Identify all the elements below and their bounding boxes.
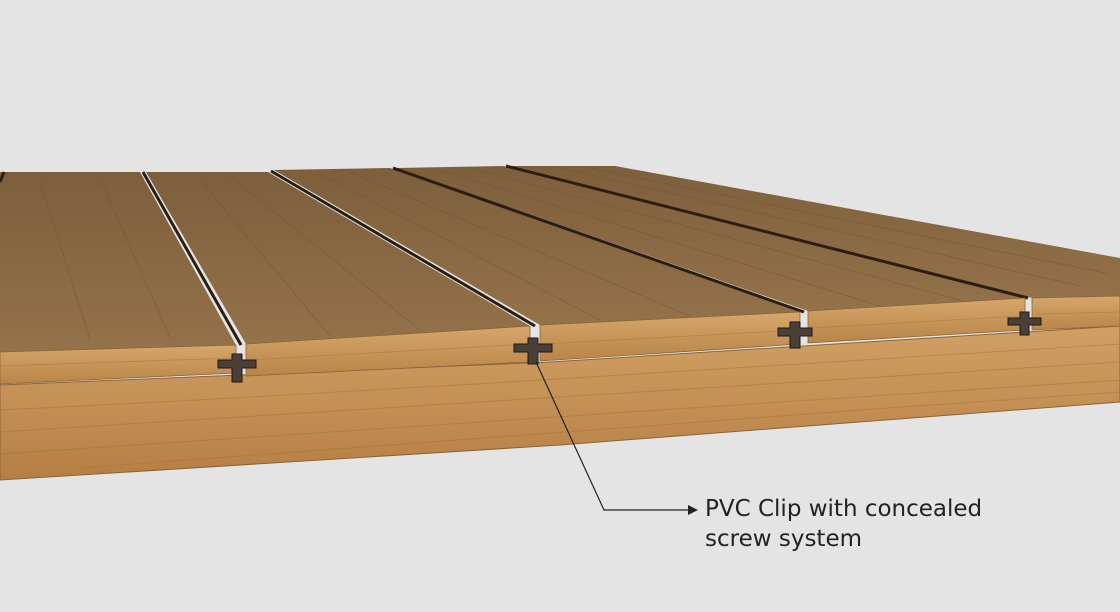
deck-board-4 <box>396 166 1025 311</box>
deck-board-5 <box>510 166 1120 298</box>
leader-arrowhead <box>688 505 698 515</box>
clip-annotation: PVC Clip with concealed screw system <box>705 494 1045 554</box>
annotation-line-1: PVC Clip with concealed <box>705 496 983 522</box>
board-edge-grain <box>0 311 1119 367</box>
board-grooves <box>0 164 1029 346</box>
pvc-clip-icon <box>1007 311 1042 336</box>
deck-board-3 <box>274 168 800 325</box>
pvc-clip-icon <box>217 353 257 383</box>
deck-board-2 <box>146 172 530 344</box>
pvc-clip-icon <box>777 321 813 349</box>
pvc-clip-icon <box>513 337 553 365</box>
deck-board-1 <box>0 172 236 352</box>
joist-beam <box>0 325 1120 481</box>
annotation-line-2: screw system <box>705 526 863 552</box>
board-top-grain <box>39 167 1111 341</box>
leader-line <box>535 361 688 511</box>
